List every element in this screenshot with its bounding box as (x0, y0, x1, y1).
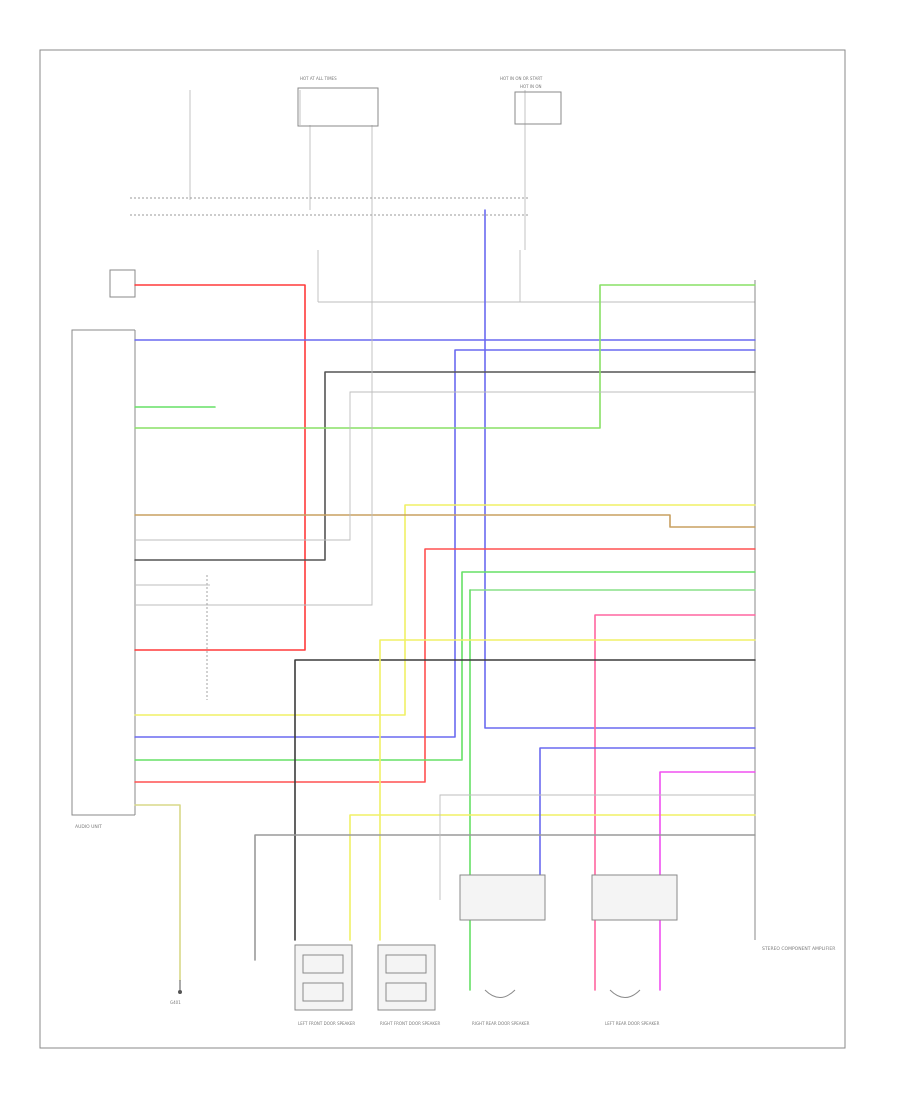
right-rear-tweeter (459, 874, 546, 921)
wire-tan (134, 514, 756, 528)
wire-pnk (594, 614, 756, 991)
speaker-label-3: RIGHT REAR DOOR SPEAKER (472, 1021, 530, 1026)
fuse-box-1 (297, 87, 379, 127)
wire-dark-1 (134, 371, 756, 561)
wires (134, 209, 756, 991)
speakers: LEFT FRONT DOOR SPEAKER RIGHT FRONT DOOR… (294, 874, 678, 1026)
wire-grd (134, 804, 181, 981)
wire-grn-2 (134, 571, 756, 761)
diagram-frame (39, 49, 846, 1049)
speaker-label-4: LEFT REAR DOOR SPEAKER (605, 1021, 660, 1026)
amplifier-unit: STEREO COMPONENT AMPLIFIER (754, 280, 835, 952)
wire-gry (254, 834, 756, 961)
ground-symbol: G401 (170, 980, 182, 1005)
wire-red-2 (134, 548, 756, 783)
left-front-speaker-magnet (302, 982, 344, 1002)
wire-thin-1 (135, 391, 755, 541)
wire-blu-3 (539, 747, 756, 876)
wire-blu-2 (134, 349, 756, 738)
wire-thin-2 (135, 250, 373, 606)
left-front-speaker-cone (302, 954, 344, 974)
speaker-label-1: LEFT FRONT DOOR SPEAKER (298, 1021, 355, 1026)
power-feed-section: HOT AT ALL TIMES HOT IN ON OR START HOT … (130, 76, 755, 303)
audio-unit-body (71, 329, 135, 816)
right-front-speaker-cone (385, 954, 427, 974)
wire-yel-1 (134, 504, 756, 716)
wire-yel-2 (379, 639, 756, 941)
audio-unit-label: AUDIO UNIT (75, 824, 102, 830)
wire-thin-3 (439, 794, 755, 900)
wire-yel-3 (349, 814, 756, 941)
wire-grn-yel (134, 284, 756, 429)
wire-blk-red (134, 284, 306, 651)
right-rear-speaker (484, 989, 516, 998)
left-rear-speaker (609, 989, 641, 998)
ground-label: G401 (170, 1000, 181, 1005)
wire-blu-rear (484, 209, 756, 729)
audio-unit: AUDIO UNIT (71, 269, 136, 830)
audio-unit-top-box (109, 269, 136, 298)
fuse-box-2 (514, 91, 562, 125)
top-label-1: HOT AT ALL TIMES (300, 76, 337, 81)
top-label-3: HOT IN ON (520, 84, 541, 89)
right-front-speaker-magnet (385, 982, 427, 1002)
wire-dark-2 (294, 659, 756, 941)
speaker-label-2: RIGHT FRONT DOOR SPEAKER (380, 1021, 441, 1026)
amplifier-label: STEREO COMPONENT AMPLIFIER (762, 946, 835, 952)
left-rear-tweeter (591, 874, 678, 921)
top-label-2: HOT IN ON OR START (500, 76, 543, 81)
